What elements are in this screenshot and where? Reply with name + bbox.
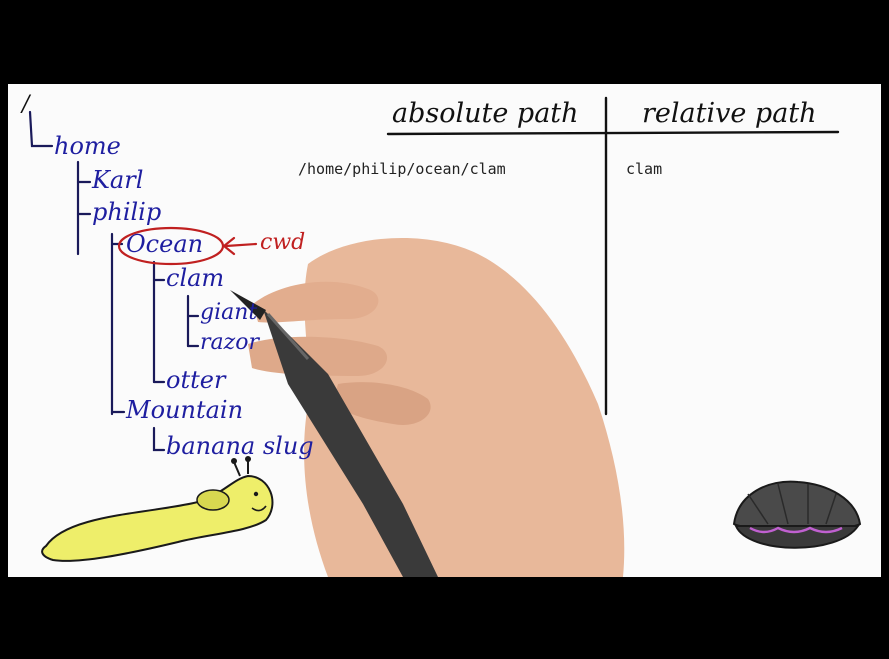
drawing-lines [8,84,881,577]
tree-node-banana-slug: banana slug [166,434,314,458]
table-header-underline [388,132,838,134]
tree-node-otter: otter [166,368,225,392]
tree-node-mountain: Mountain [126,398,243,422]
header-absolute-path: absolute path [392,100,579,127]
tree-node-ocean: Ocean [126,232,203,256]
cwd-label: cwd [260,232,305,254]
tree-node-karl: Karl [92,168,143,192]
tree-branch-banana-slug [154,428,164,450]
tree-node-giant: giant [200,302,257,324]
tree-node-philip: philip [92,200,161,224]
absolute-path-value: /home/philip/ocean/clam [298,162,506,177]
clam-drawing [734,482,860,548]
tree-root: / [22,94,29,116]
tree-node-clam: clam [166,266,224,290]
header-relative-path: relative path [642,100,817,127]
whiteboard: / home Karl philip Ocean cwd clam giant … [8,84,881,577]
tree-branch-home [30,112,52,146]
cwd-arrow-line [226,244,256,246]
tree-node-razor: razor [200,332,259,354]
tree-node-home: home [54,134,121,158]
hand-drawing [230,238,624,577]
relative-path-value: clam [626,162,662,177]
slug-drawing [42,456,272,561]
